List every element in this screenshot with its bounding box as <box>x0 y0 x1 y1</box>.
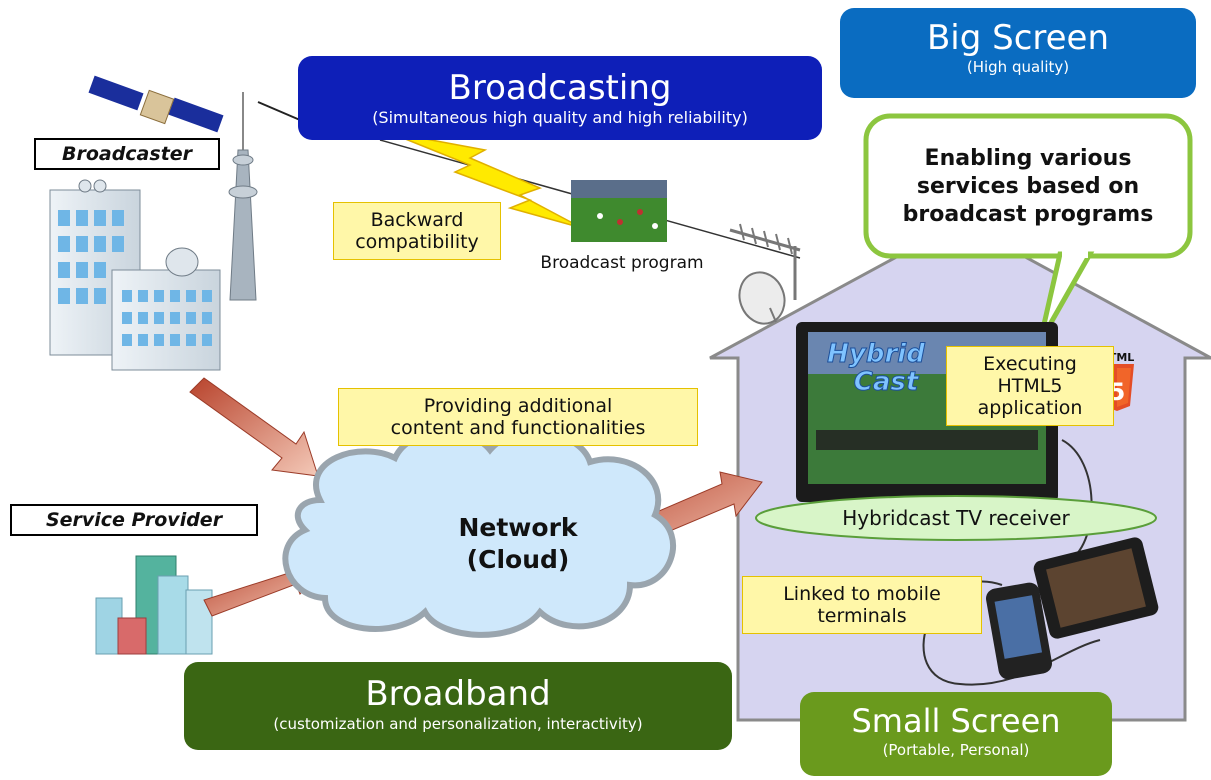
broadcasting-subtitle: (Simultaneous high quality and high reli… <box>372 108 748 127</box>
callout-frame <box>863 113 1193 259</box>
callout-line2: services based on <box>917 174 1139 199</box>
service-provider-label: Service Provider <box>10 504 258 536</box>
small-screen-banner: Small Screen (Portable, Personal) <box>800 692 1112 776</box>
service-provider-buildings-icon <box>95 555 213 655</box>
html5-line1: Executing <box>983 353 1077 375</box>
backward-line2: compatibility <box>355 231 479 253</box>
device-cable <box>1061 439 1093 561</box>
tower-link-line <box>257 101 301 121</box>
broadcast-tower-icon <box>228 92 258 301</box>
additional-content-note: Providing additional content and functio… <box>338 388 698 446</box>
backward-line1: Backward <box>370 209 464 231</box>
tablet-icon <box>1033 537 1159 639</box>
broadcast-program-label: Broadcast program <box>540 253 703 273</box>
antenna-icon <box>729 223 801 300</box>
receiver-ellipse <box>755 495 1157 541</box>
callout-line1: Enabling various <box>925 146 1132 171</box>
additional-line2: content and functionalities <box>390 417 646 439</box>
callout-line3: broadcast programs <box>903 202 1154 227</box>
mobile-terminals-note: Linked to mobile terminals <box>742 576 982 634</box>
broadcast-program-thumbnail <box>571 180 667 242</box>
broadcasting-banner: Broadcasting (Simultaneous high quality … <box>298 56 822 140</box>
broadcaster-building-icon <box>49 179 221 371</box>
additional-line1: Providing additional <box>423 395 613 417</box>
html5-application-note: Executing HTML5 application <box>946 346 1114 426</box>
small-screen-subtitle: (Portable, Personal) <box>882 741 1030 759</box>
broadband-title: Broadband <box>365 674 551 714</box>
broadcaster-label: Broadcaster <box>34 138 220 170</box>
satellite-icon <box>88 75 224 133</box>
broadcasting-title: Broadcasting <box>448 68 672 108</box>
broadband-subtitle: (customization and personalization, inte… <box>273 715 643 733</box>
cloud-label-line2: (Cloud) <box>467 545 570 574</box>
html5-line3: application <box>977 397 1083 419</box>
hybridcast-logo-line1: Hybrid <box>827 339 925 369</box>
big-screen-banner: Big Screen (High quality) <box>840 8 1196 98</box>
arrow-broadcaster-to-cloud <box>189 377 319 477</box>
satellite-dish-icon <box>738 271 786 325</box>
backward-compatibility-note: Backward compatibility <box>333 202 501 260</box>
broadband-banner: Broadband (customization and personaliza… <box>184 662 732 750</box>
mobile-line1: Linked to mobile <box>783 583 941 605</box>
html5-line2: HTML5 <box>997 375 1063 397</box>
hybridcast-logo-line2: Cast <box>854 367 920 397</box>
cloud-label-line1: Network <box>458 513 578 542</box>
receiver-label: Hybridcast TV receiver <box>842 506 1070 530</box>
big-screen-subtitle: (High quality) <box>966 58 1070 76</box>
mobile-line2: terminals <box>817 605 907 627</box>
big-screen-title: Big Screen <box>926 18 1110 58</box>
small-screen-title: Small Screen <box>851 702 1061 740</box>
smartphone-icon <box>986 582 1052 680</box>
